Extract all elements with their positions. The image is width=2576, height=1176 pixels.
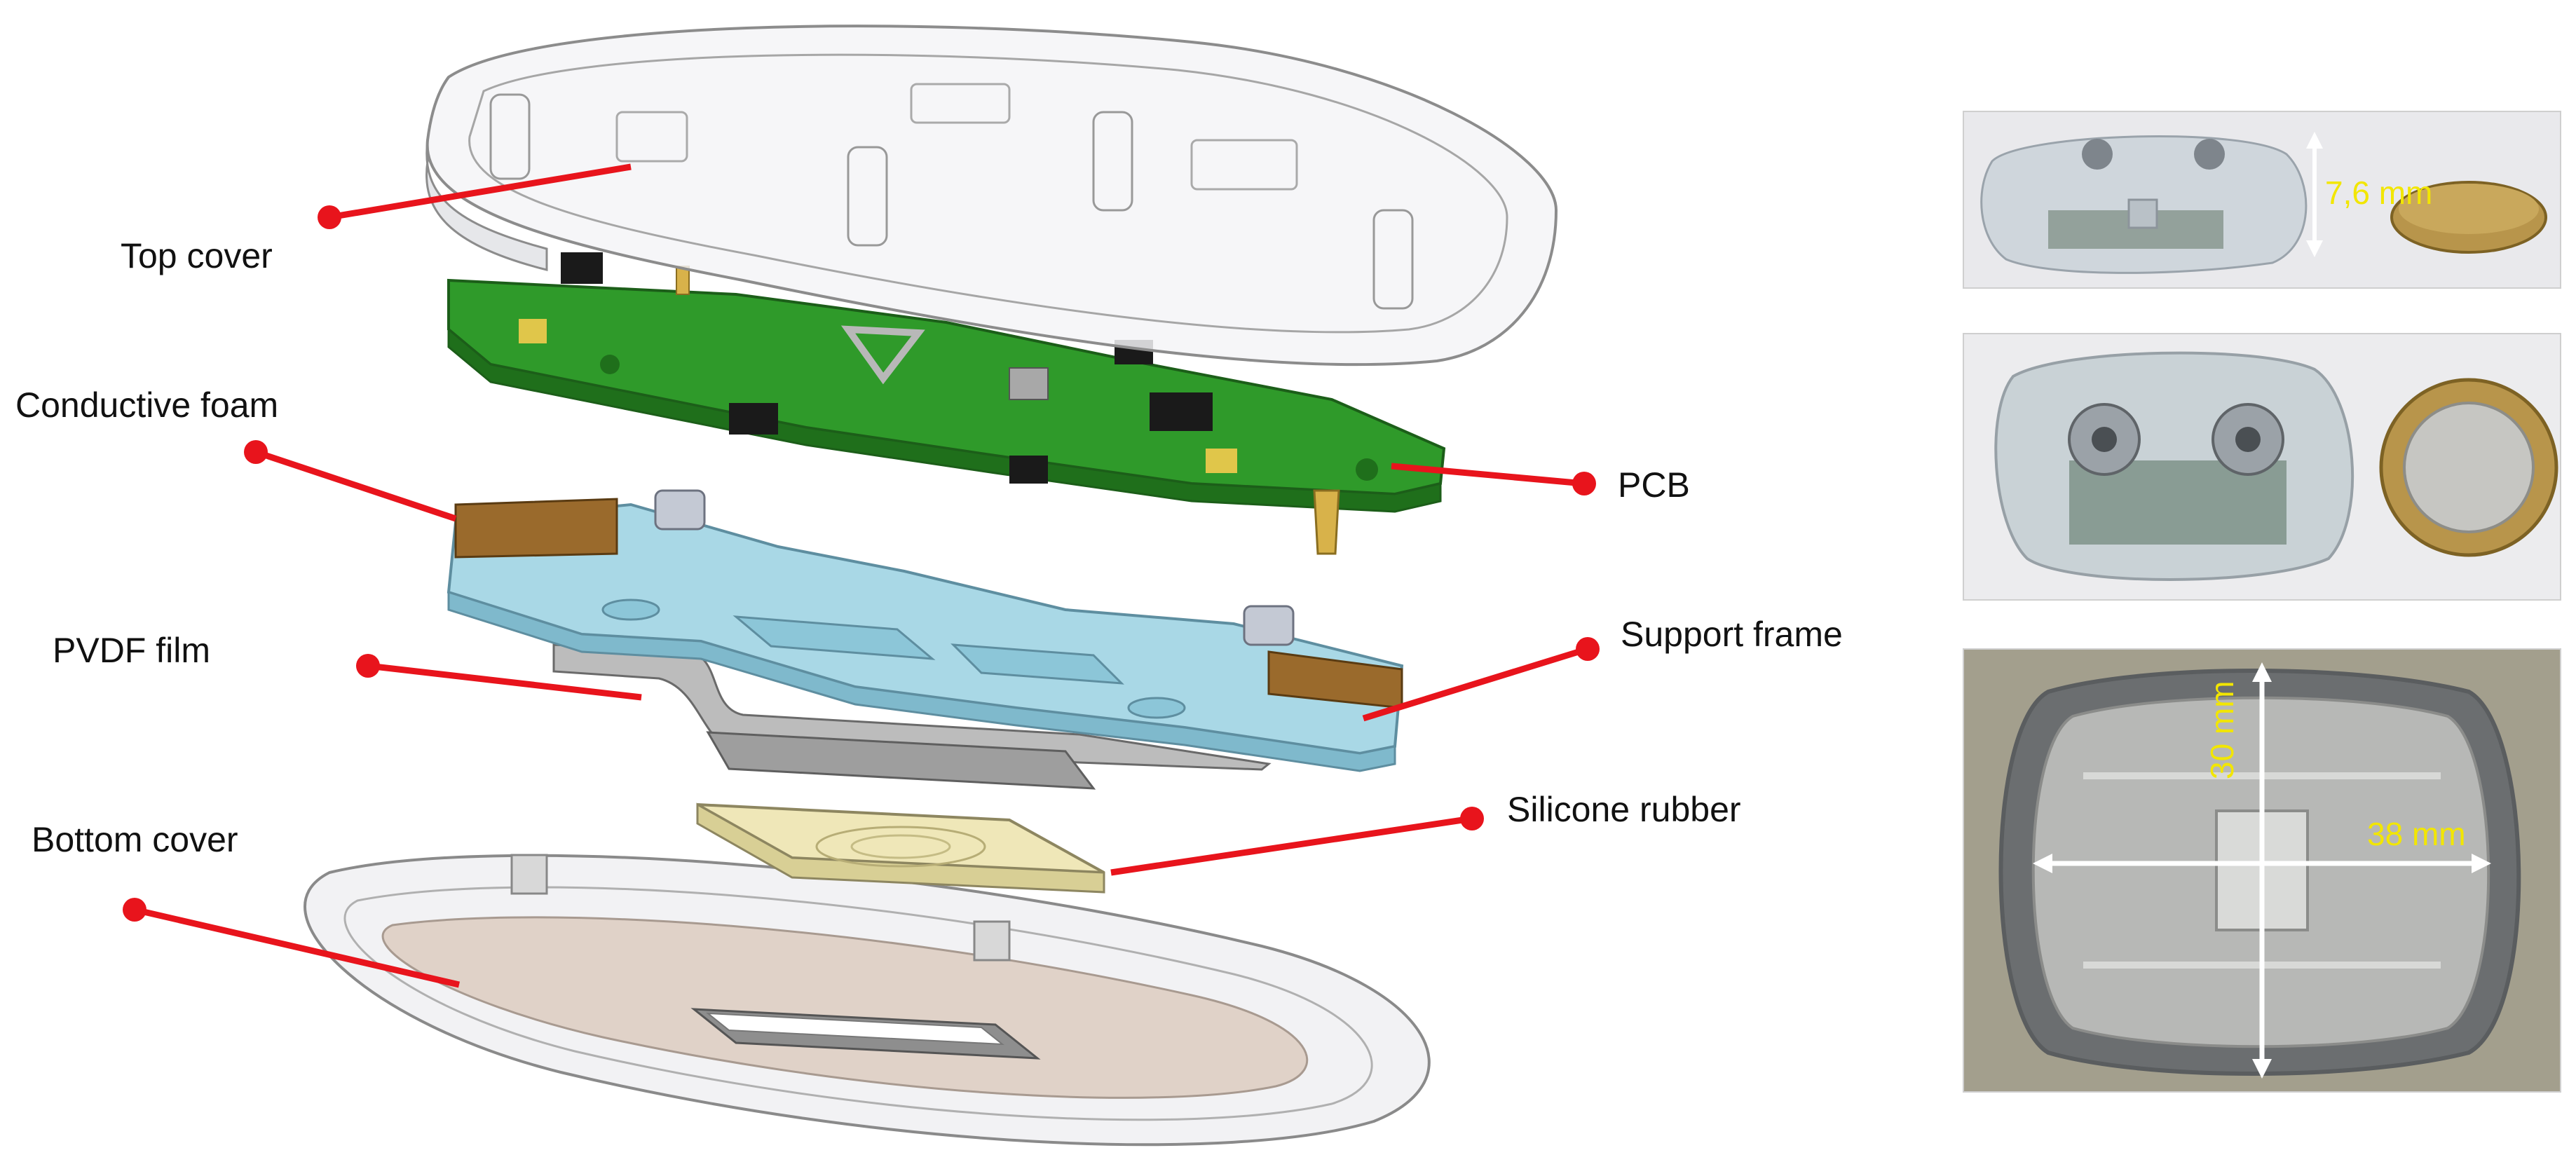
bottom-pad	[381, 916, 1309, 1099]
label-support-frame: Support frame	[1621, 615, 1843, 654]
photo-bottom-view: 30 mm 38 mm	[1963, 648, 2561, 1093]
leader-bottom-cover	[133, 906, 461, 988]
support-frame-part	[447, 489, 1404, 772]
label-silicone-rubber: Silicone rubber	[1507, 790, 1741, 829]
silicone-rubber-part	[696, 802, 1105, 894]
leader-pvdf-film	[367, 662, 642, 701]
leader-support-frame	[1362, 645, 1589, 722]
conductive-foam-left	[454, 498, 618, 559]
top-cover-part	[425, 25, 1558, 367]
dimension-length: 38 mm	[2367, 816, 2466, 852]
leader-top-cover	[329, 163, 632, 221]
leader-pcb	[1391, 463, 1585, 487]
label-top-cover: Top cover	[121, 236, 273, 275]
photo-top-view	[1963, 333, 2561, 601]
label-pcb: PCB	[1618, 465, 1690, 505]
dimension-width: 30 mm	[2204, 681, 2240, 779]
label-pvdf-film: PVDF film	[53, 631, 210, 670]
dimension-height: 7,6 mm	[2325, 175, 2433, 211]
label-conductive-foam: Conductive foam	[15, 385, 279, 425]
leader-silicone-rubber	[1110, 815, 1473, 876]
leader-conductive-foam	[254, 449, 457, 522]
pcb-part	[447, 252, 1446, 555]
pvdf-film-part	[552, 643, 1272, 790]
leader-lines	[123, 163, 1600, 988]
label-bottom-cover: Bottom cover	[32, 820, 238, 859]
photo-side-view: 7,6 mm	[1963, 111, 2561, 289]
bottom-cover-part	[304, 854, 1431, 1147]
